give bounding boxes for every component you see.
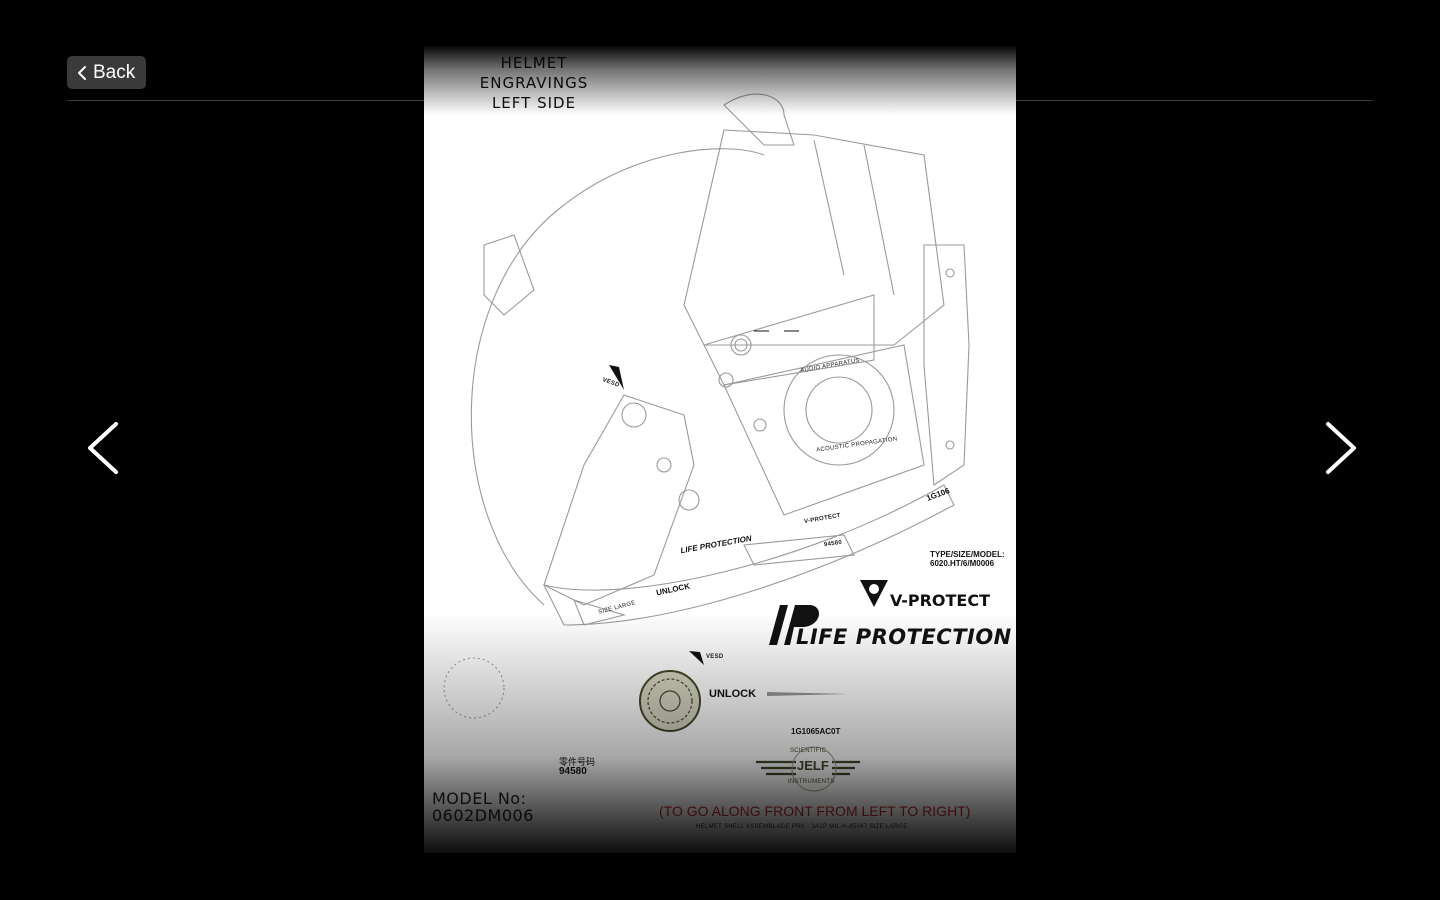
title-line-3: LEFT SIDE bbox=[491, 94, 577, 112]
title-line-1: HELMET bbox=[500, 54, 568, 72]
serial-label: 1G1065AC0T bbox=[791, 727, 841, 736]
image-viewer: HELMET ENGRAVINGS LEFT SIDE VESD AUDIO A… bbox=[424, 45, 1016, 853]
life-protection-logo: LIFE PROTECTION bbox=[796, 625, 1012, 649]
back-label: Back bbox=[93, 61, 136, 83]
previous-image-button[interactable] bbox=[84, 418, 124, 478]
shell-assembly-line: HELMET SHELL ASSEMBLAGE PRK - 3A1P MIL-H… bbox=[696, 824, 908, 830]
type-size-model-label: TYPE/SIZE/MODEL: bbox=[930, 550, 1005, 559]
helmet-drawing bbox=[443, 93, 970, 792]
instruments-label: INSTRUMENTS bbox=[788, 779, 835, 785]
engraving-sheet: HELMET ENGRAVINGS LEFT SIDE VESD AUDIO A… bbox=[424, 45, 1016, 853]
unlock-label: UNLOCK bbox=[709, 688, 757, 700]
chevron-left-icon bbox=[77, 65, 87, 81]
vesd-label: VESD bbox=[706, 654, 724, 660]
chevron-left-icon bbox=[84, 422, 124, 482]
model-value: 0602DM006 bbox=[432, 806, 534, 825]
back-button[interactable]: Back bbox=[67, 56, 147, 89]
next-image-button[interactable] bbox=[1320, 418, 1360, 478]
instruction-text: (TO GO ALONG FRONT FROM LEFT TO RIGHT) bbox=[659, 803, 971, 819]
type-size-model-value: 6020.HT/6/M0006 bbox=[930, 559, 995, 568]
scientific-label: SCIENTIFIC bbox=[790, 748, 827, 754]
title-line-2: ENGRAVINGS bbox=[479, 74, 589, 92]
v-protect-logo: V-PROTECT bbox=[890, 591, 991, 610]
chevron-right-icon bbox=[1320, 422, 1360, 482]
jelf-label: JELF bbox=[797, 758, 829, 773]
part-number: 94580 bbox=[559, 766, 587, 777]
